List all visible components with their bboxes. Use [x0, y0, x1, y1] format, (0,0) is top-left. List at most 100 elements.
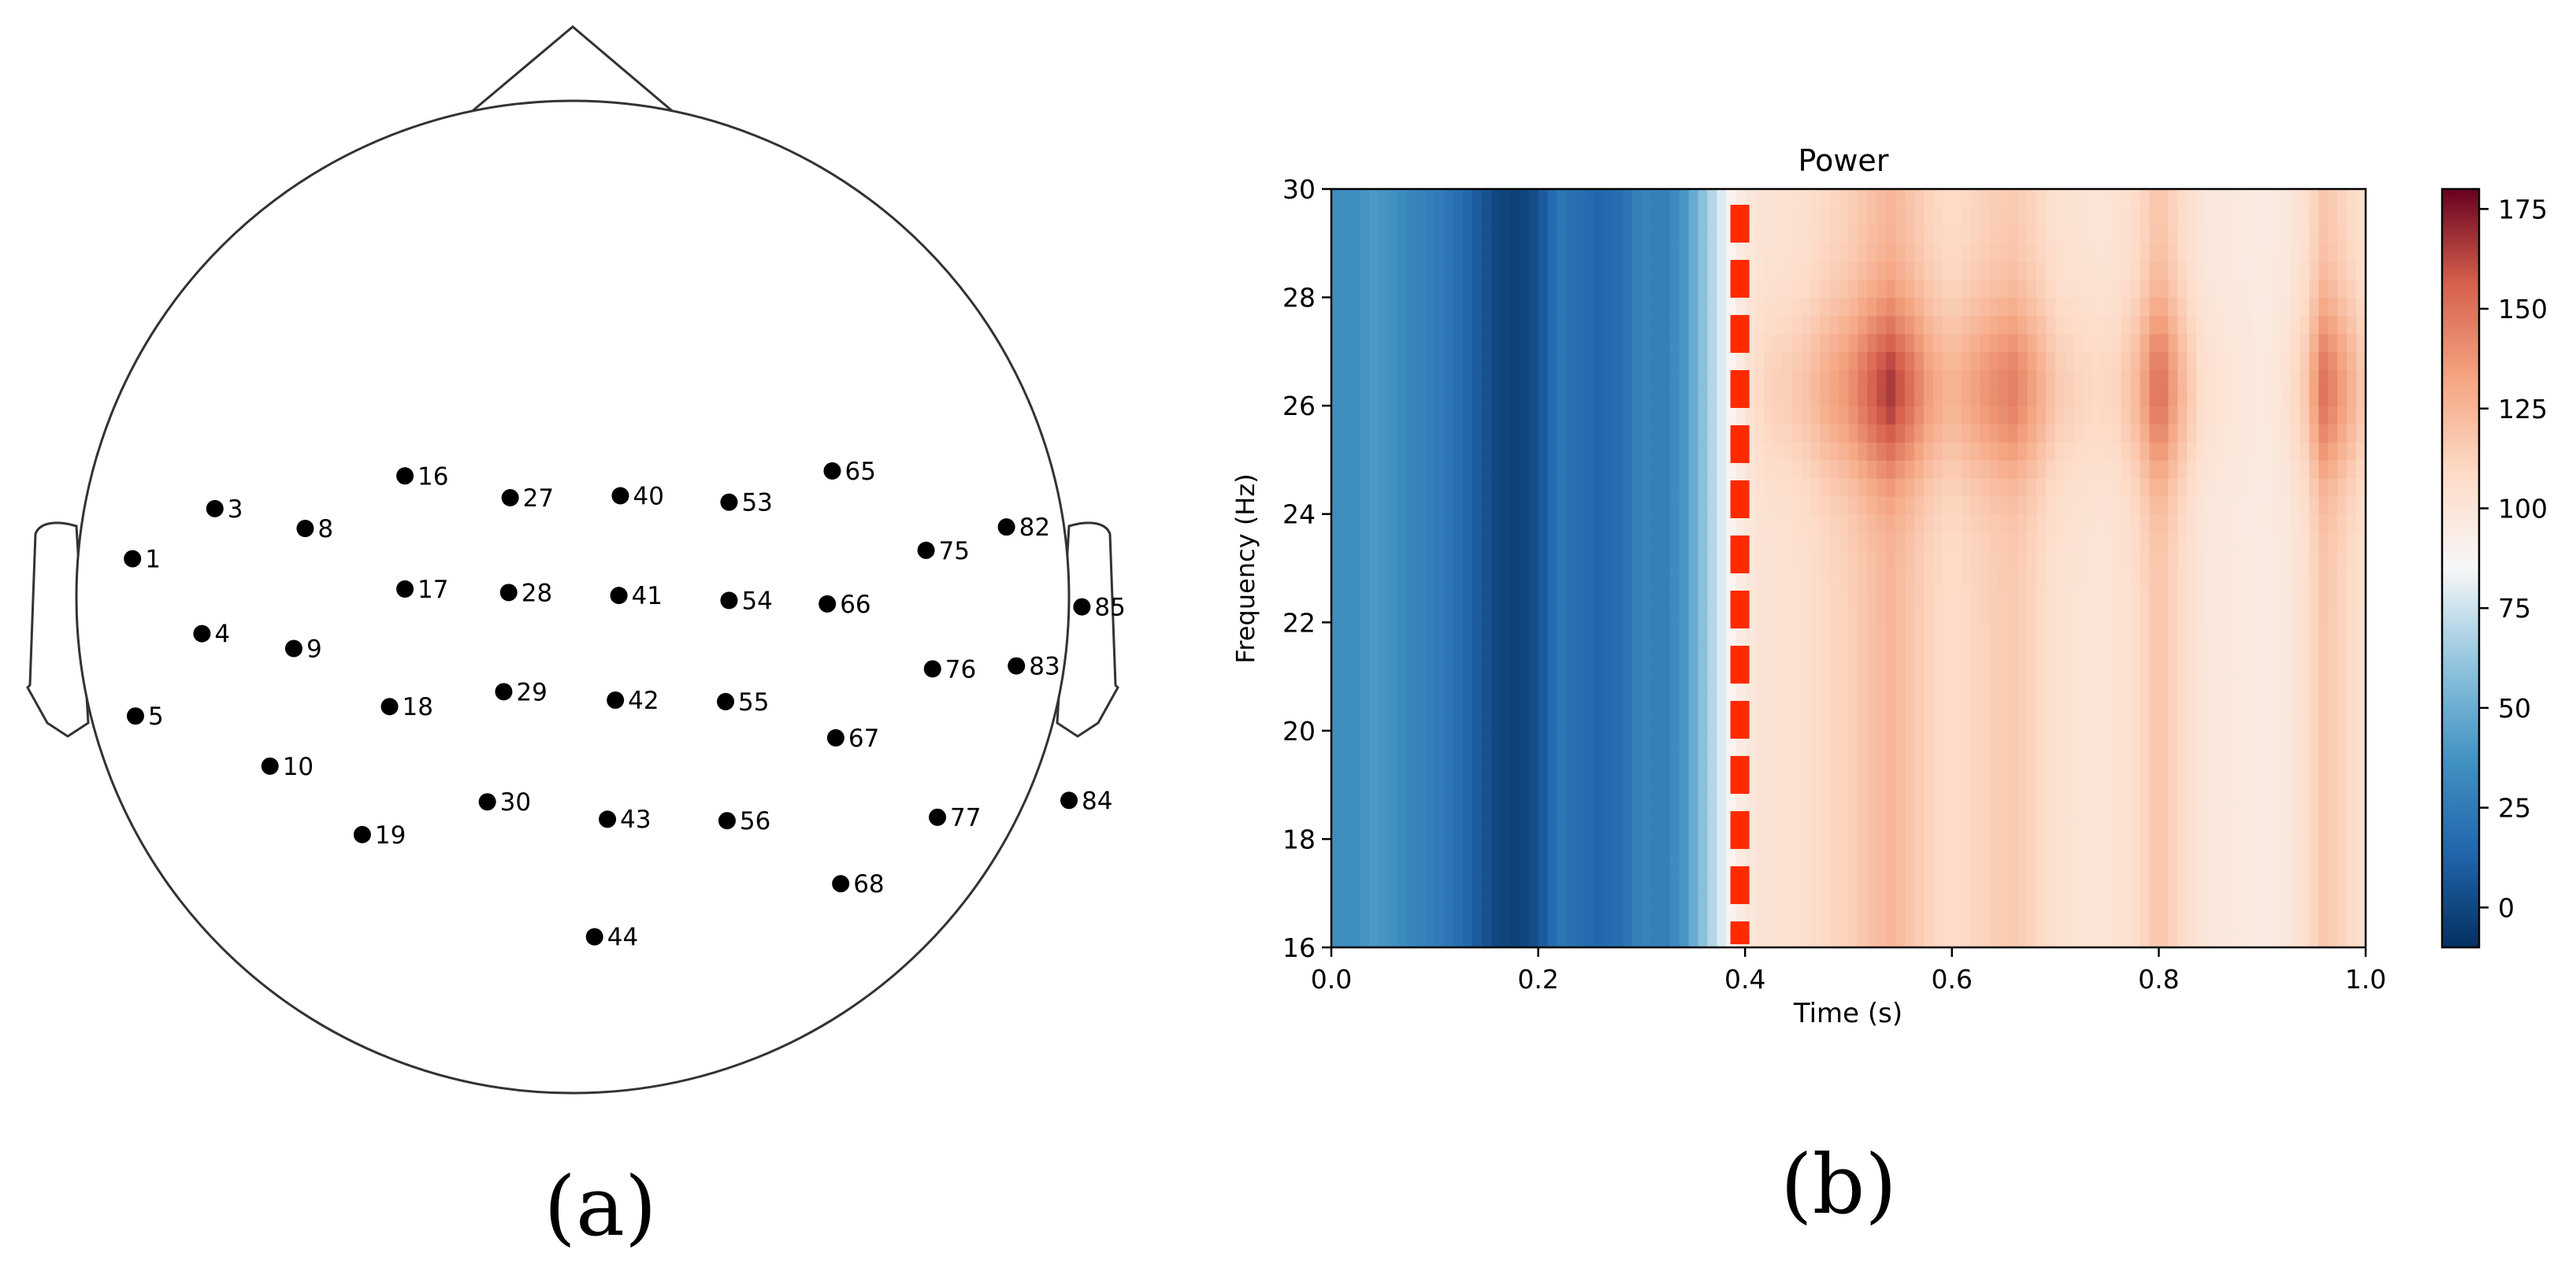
heatmap-cell [1717, 911, 1728, 930]
heatmap-cell [2215, 387, 2225, 406]
heatmap-cell [1951, 442, 1962, 461]
heatmap-cell [2290, 784, 2301, 804]
heatmap-cell [2262, 333, 2273, 353]
heatmap-cell [1519, 513, 1530, 533]
heatmap-cell [2073, 911, 2084, 930]
heatmap-cell [1547, 495, 1558, 515]
heatmap-cell [2262, 586, 2273, 606]
heatmap-cell [2243, 369, 2254, 389]
heatmap-cell [2065, 315, 2075, 335]
heatmap-cell [1895, 369, 1906, 389]
heatmap-cell [1980, 224, 1991, 244]
heatmap-cell [1500, 243, 1511, 262]
heatmap-cell [1867, 695, 1878, 713]
heatmap-cell [2187, 189, 2197, 208]
heatmap-cell [1406, 442, 1417, 461]
heatmap-cell [2347, 802, 2357, 822]
x-axis-label: Time (s) [1793, 998, 1902, 1029]
heatmap-cell [1481, 315, 1492, 335]
heatmap-cell [1604, 676, 1614, 695]
heatmap-cell [2318, 532, 2329, 551]
heatmap-cell [1679, 911, 1690, 930]
heatmap-cell [2111, 875, 2122, 895]
heatmap-cell [2027, 315, 2038, 335]
heatmap-cell [2309, 424, 2320, 443]
heatmap-cell [1359, 243, 1370, 262]
heatmap-cell [1490, 604, 1501, 624]
heatmap-cell [1359, 748, 1370, 768]
heatmap-cell [1801, 333, 1812, 353]
heatmap-cell [2121, 802, 2132, 822]
heatmap-cell [1368, 369, 1379, 389]
heatmap-cell [2347, 279, 2357, 298]
heatmap-cell [1406, 821, 1417, 840]
heatmap-cell [2328, 802, 2338, 822]
heatmap-cell [1397, 351, 1408, 371]
heatmap-cell [2337, 406, 2348, 424]
heatmap-cell [1980, 893, 1991, 912]
heatmap-cell [1538, 658, 1549, 677]
heatmap-cell [1585, 893, 1596, 912]
heatmap-cell [2168, 695, 2179, 713]
heatmap-cell [1754, 387, 1765, 406]
heatmap-cell [2073, 477, 2084, 497]
heatmap-cell [2243, 532, 2254, 551]
heatmap-cell [1698, 784, 1709, 804]
heatmap-cell [1435, 495, 1446, 515]
heatmap-cell [2299, 206, 2311, 226]
heatmap-cell [1782, 442, 1793, 461]
heatmap-cell [1500, 550, 1511, 569]
heatmap-cell [1961, 351, 1972, 371]
heatmap-cell [2215, 640, 2225, 659]
heatmap-cell [1858, 622, 1869, 642]
heatmap-cell [1951, 766, 1962, 786]
heatmap-cell [1698, 532, 1709, 551]
heatmap-cell [1547, 477, 1558, 497]
heatmap-cell [1613, 766, 1624, 786]
heatmap-cell [1999, 532, 2010, 551]
heatmap-cells [1331, 189, 2366, 948]
heatmap-cell [1481, 821, 1492, 840]
heatmap-cell [2206, 622, 2216, 642]
heatmap-cell [2073, 243, 2084, 262]
heatmap-cell [1631, 586, 1642, 606]
heatmap-cell [1858, 243, 1869, 262]
heatmap-cell [1500, 532, 1511, 551]
heatmap-cell [1951, 406, 1962, 424]
heatmap-cell [2140, 640, 2151, 659]
heatmap-cell [1905, 387, 1915, 406]
heatmap-cell [2065, 875, 2075, 895]
heatmap-cell [1368, 532, 1379, 551]
heatmap-cell [2224, 784, 2235, 804]
heatmap-cell [2111, 730, 2122, 750]
heatmap-cell [1453, 206, 1464, 226]
heatmap-cell [1463, 351, 1473, 371]
heatmap-cell [2233, 712, 2244, 732]
heatmap-cell [1791, 387, 1802, 406]
heatmap-cell [1980, 929, 1991, 948]
heatmap-cell [1509, 658, 1520, 677]
heatmap-cell [2158, 224, 2170, 244]
heatmap-cell [2196, 658, 2207, 677]
heatmap-cell [2111, 550, 2122, 569]
heatmap-cell [1331, 802, 1342, 822]
heatmap-cell [2233, 911, 2244, 930]
heatmap-cell [1688, 206, 1699, 226]
heatmap-cell [1698, 712, 1709, 732]
heatmap-cell [2271, 604, 2282, 624]
heatmap-cell [1566, 586, 1577, 606]
heatmap-cell [2168, 387, 2179, 406]
heatmap-cell [2140, 929, 2151, 948]
heatmap-cell [2309, 333, 2320, 353]
heatmap-cell [2008, 875, 2019, 895]
heatmap-cell [2168, 206, 2179, 226]
heatmap-cell [2187, 802, 2197, 822]
heatmap-cell [1698, 839, 1709, 858]
heatmap-cell [2252, 821, 2263, 840]
heatmap-cell [1782, 477, 1793, 497]
heatmap-cell [1641, 333, 1652, 353]
heatmap-cell [1425, 821, 1436, 840]
heatmap-cell [1576, 929, 1587, 948]
heatmap-cell [1406, 766, 1417, 786]
heatmap-cell [2140, 911, 2151, 930]
